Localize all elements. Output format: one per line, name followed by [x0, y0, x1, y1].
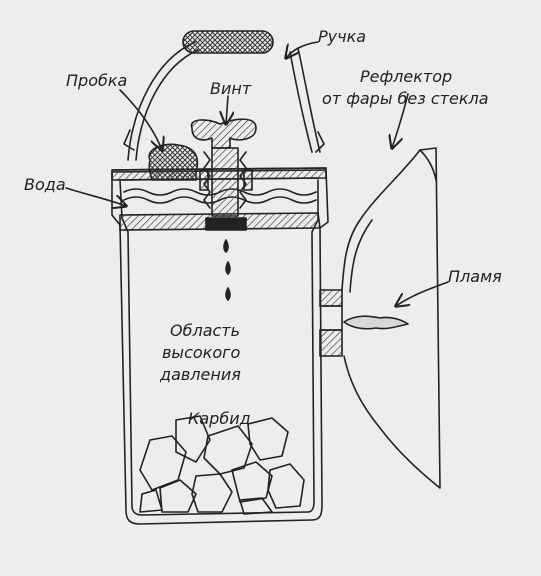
burner-nozzle: [319, 289, 343, 357]
leader-arrows: [65, 41, 449, 306]
label-carbide: Карбид: [188, 409, 251, 428]
handle-grip: [182, 30, 274, 54]
label-water: Вода: [24, 175, 66, 194]
label-screw: Винт: [210, 79, 252, 98]
screw: [190, 118, 257, 231]
flame: [343, 315, 409, 330]
handle: [123, 30, 325, 161]
label-plug: Пробка: [66, 71, 127, 90]
diagram-labels: Ручка Пробка Винт Рефлектор от фары без …: [24, 27, 502, 428]
label-reflector-line2: от фары без стекла: [322, 89, 489, 108]
plug: [148, 143, 199, 181]
label-high-pressure-line2: высокого: [162, 343, 241, 362]
water-drops: [223, 239, 231, 301]
label-high-pressure-line1: Область: [170, 321, 240, 340]
label-handle: Ручка: [318, 27, 366, 46]
label-reflector-line1: Рефлектор: [360, 67, 452, 86]
label-flame: Пламя: [448, 267, 502, 286]
label-high-pressure-line3: давления: [159, 365, 241, 384]
carbide-lumps: [139, 415, 305, 515]
reflector: [341, 147, 441, 489]
